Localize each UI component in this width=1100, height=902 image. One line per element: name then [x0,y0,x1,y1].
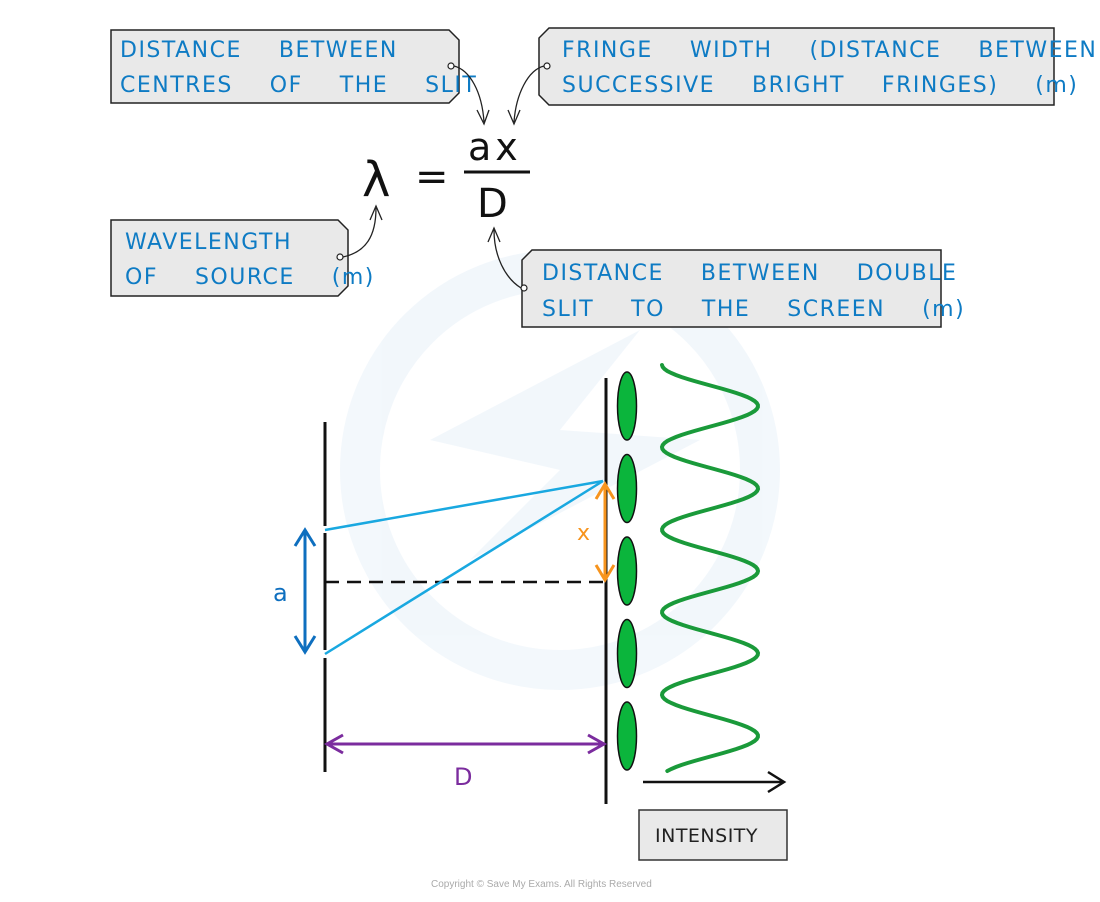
fringe-width-arrow: x [577,481,616,583]
formula-equals: = [415,154,449,200]
label-screen-distance: DISTANCE BETWEEN DOUBLE SLIT TO THE SCRE… [487,226,965,328]
intensity-label-box: INTENSITY [638,809,788,861]
bright-fringe [616,371,638,441]
label-wavelength-line1: WAVELENGTH [125,230,292,255]
label-slit-separation: DISTANCE BETWEEN CENTRES OF THE SLIT [110,29,490,126]
slit-separation-label: a [273,579,288,607]
bright-fringe [616,618,638,689]
ray-top [324,479,604,532]
formula: λ = ax D [362,125,530,227]
label-screen-distance-line2: SLIT TO THE SCREEN (m) [542,297,965,322]
copyright-text: Copyright © Save My Exams. All Rights Re… [431,879,652,890]
label-slit-separation-line1: DISTANCE BETWEEN [120,38,398,63]
bright-fringe [616,453,638,524]
label-wavelength-line2: OF SOURCE (m) [125,265,375,290]
intensity-label: INTENSITY [655,825,758,847]
label-fringe-width-line2: SUCCESSIVE BRIGHT FRINGES) (m) [562,73,1078,98]
screen-distance-arrow: D [323,733,608,791]
slit-separation-arrow: a [273,527,317,655]
label-fringe-width-line1: FRINGE WIDTH (DISTANCE BETWEEN [562,38,1097,63]
intensity-axis [643,770,787,794]
screen-distance-label: D [454,763,472,791]
label-slit-separation-line2: CENTRES OF THE SLIT [120,73,477,98]
bright-fringe [616,701,638,771]
intensity-curve [659,363,761,773]
bright-fringe [616,536,638,606]
label-screen-distance-line1: DISTANCE BETWEEN DOUBLE [542,261,957,286]
ray-bottom [324,479,604,656]
formula-denominator: D [477,181,508,227]
label-fringe-width: FRINGE WIDTH (DISTANCE BETWEEN SUCCESSIV… [507,27,1097,126]
formula-numerator: ax [468,125,522,169]
formula-lambda: λ [362,152,390,208]
label-wavelength: WAVELENGTH OF SOURCE (m) [110,204,383,297]
fringe-width-label: x [577,521,590,546]
bright-fringes [616,371,638,771]
rays [324,479,604,656]
watermark-logo [340,250,780,690]
